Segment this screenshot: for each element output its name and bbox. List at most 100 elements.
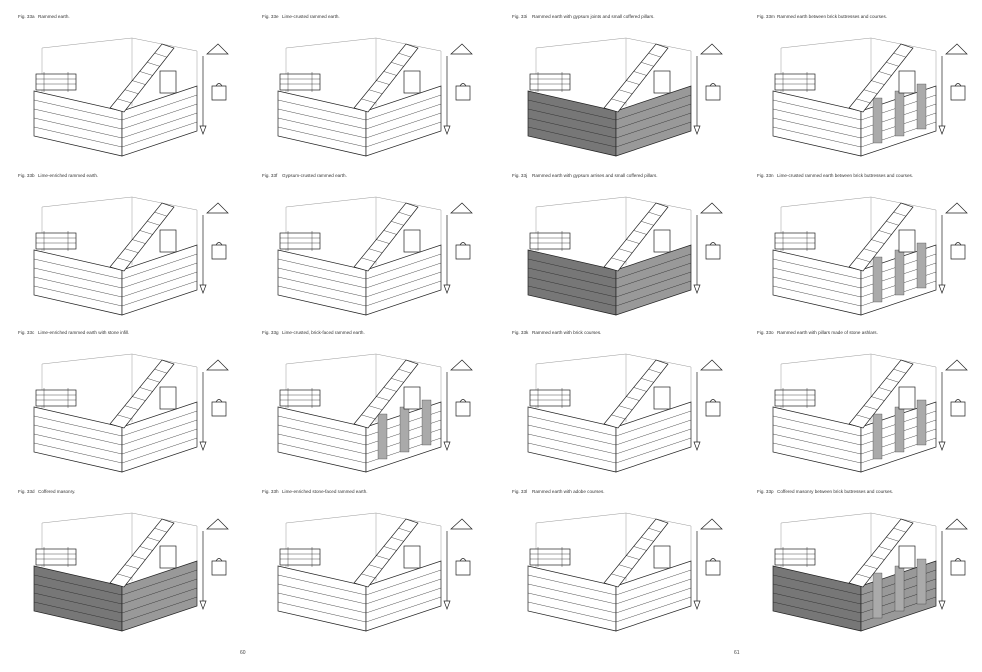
figure-number: Fig. 33i	[512, 14, 528, 19]
figure-caption: Fig. 33i Rammed earth with gypsum joints …	[512, 14, 654, 19]
wall-illustration	[277, 512, 473, 632]
figure-drawing	[22, 185, 237, 323]
caption-text: Lime-crusted, brick-faced rammed earth.	[282, 330, 365, 335]
caption-text: Rammed earth.	[38, 14, 70, 19]
figure-drawing	[266, 342, 481, 480]
wall-illustration	[527, 353, 723, 473]
caption-text: Lime-enriched rammed earth.	[38, 173, 99, 178]
figure: Fig. 33l Rammed earth with adobe courses.	[512, 489, 747, 639]
figure-number: Fig. 33b	[18, 173, 35, 178]
figure-caption: Fig. 33j Rammed earth with gypsum arrises…	[512, 173, 658, 178]
figure-number: Fig. 33k	[512, 330, 529, 335]
figure-number: Fig. 33f	[262, 173, 278, 178]
figure-number: Fig. 33l	[512, 489, 528, 494]
caption-text: Coffered masonry between brick buttresse…	[777, 489, 894, 494]
figure-drawing	[266, 501, 481, 639]
figure-number: Fig. 33c	[18, 330, 35, 335]
caption-text: Rammed earth with adobe courses.	[532, 489, 605, 494]
figure-number: Fig. 33o	[757, 330, 774, 335]
caption-text: Rammed earth with pillars made of stone …	[777, 330, 878, 335]
wall-illustration	[772, 353, 968, 473]
caption-text: Rammed earth with gypsum arrises and sma…	[532, 173, 658, 178]
figure-drawing	[266, 26, 481, 164]
page-number-right: 61	[734, 650, 740, 656]
figure-number: Fig. 33e	[262, 14, 279, 19]
wall-illustration	[277, 37, 473, 157]
wall-illustration	[527, 37, 723, 157]
tools-icon	[693, 202, 723, 294]
caption-text: Lime-crusted rammed earth between brick …	[777, 173, 914, 178]
figure-number: Fig. 33j	[512, 173, 528, 178]
tools-icon	[443, 202, 473, 294]
figure-drawing	[516, 26, 731, 164]
tools-icon	[693, 518, 723, 610]
figure-number: Fig. 33g	[262, 330, 279, 335]
tools-icon	[199, 202, 229, 294]
tools-icon	[938, 202, 968, 294]
wall-illustration	[277, 353, 473, 473]
figure: Fig. 33j Rammed earth with gypsum arrises…	[512, 173, 747, 323]
figure-caption: Fig. 33l Rammed earth with adobe courses.	[512, 489, 605, 494]
wall-illustration	[33, 196, 229, 316]
wall-illustration	[527, 196, 723, 316]
wall-illustration	[772, 196, 968, 316]
figure-drawing	[22, 26, 237, 164]
caption-text: Rammed earth between brick buttresses an…	[777, 14, 888, 19]
figure-number: Fig. 33h	[262, 489, 279, 494]
tools-icon	[443, 359, 473, 451]
caption-text: Rammed earth with brick courses.	[532, 330, 602, 335]
wall-illustration	[527, 512, 723, 632]
figure-drawing	[516, 342, 731, 480]
tools-icon	[938, 359, 968, 451]
tools-icon	[693, 43, 723, 135]
tools-icon	[199, 43, 229, 135]
figure-drawing	[761, 185, 976, 323]
tools-icon	[938, 518, 968, 610]
tools-icon	[938, 43, 968, 135]
caption-text: Lime-enriched rammed earth with stone in…	[38, 330, 130, 335]
caption-text: Rammed earth with gypsum joints and smal…	[532, 14, 655, 19]
figure-number: Fig. 33a	[18, 14, 35, 19]
caption-text: Coffered masonry.	[38, 489, 76, 494]
tools-icon	[443, 518, 473, 610]
figure-number: Fig. 33p	[757, 489, 774, 494]
figure-drawing	[266, 185, 481, 323]
figure-number: Fig. 33m	[757, 14, 775, 19]
wall-illustration	[772, 37, 968, 157]
figure-number: Fig. 33d	[18, 489, 35, 494]
wall-illustration	[33, 512, 229, 632]
tools-icon	[443, 43, 473, 135]
page-number-left: 60	[240, 650, 246, 656]
figure-drawing	[761, 342, 976, 480]
wall-illustration	[772, 512, 968, 632]
figure-drawing	[761, 501, 976, 639]
figure-drawing	[22, 342, 237, 480]
figure-drawing	[22, 501, 237, 639]
tools-icon	[693, 359, 723, 451]
tools-icon	[199, 359, 229, 451]
wall-illustration	[33, 37, 229, 157]
